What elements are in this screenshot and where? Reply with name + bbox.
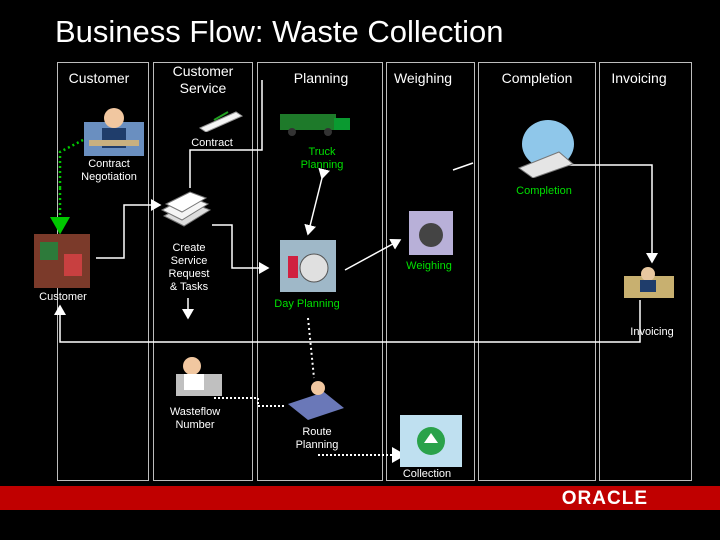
collection-recycle-icon [400, 415, 462, 467]
page-title: Business Flow: Waste Collection [55, 14, 504, 49]
flow-day-to-route [307, 317, 315, 379]
truck-icon [280, 114, 350, 136]
completion-icon [517, 120, 574, 178]
invoicing-icon [624, 267, 674, 298]
label-contract: Contract [191, 137, 233, 149]
label-completion: Completion [516, 185, 572, 197]
lane-customer-service [153, 62, 253, 481]
lane-completion [478, 62, 596, 481]
flow-completion-to-invoicing [555, 164, 658, 264]
lane-weighing [386, 62, 475, 481]
flow-day-to-weighing [344, 239, 402, 271]
label-invoicing: Invoicing [630, 326, 674, 338]
label-route-planning: Route Planning [295, 426, 339, 451]
label-contract-negotiation: Contract Negotiation [81, 158, 137, 183]
customer-meeting-icon [34, 234, 90, 288]
oracle-logo: ORACLE [561, 488, 648, 509]
lane-planning [257, 62, 383, 481]
flow-truck-day [304, 167, 331, 236]
label-customer: Customer [39, 291, 87, 303]
lane-header-planning: Planning [293, 70, 349, 86]
flow-weighing-up [452, 162, 474, 171]
flow-negotiation-to-customer [58, 138, 84, 188]
label-wasteflow-number: Wasteflow Number [169, 406, 221, 431]
flow-customer-to-create [96, 199, 162, 259]
flow-contract-to-truck [189, 80, 263, 188]
contract-icon [198, 111, 244, 132]
lane-invoicing [599, 62, 692, 481]
label-collection: Collection [402, 468, 452, 480]
lane-header-customer: Customer [68, 70, 130, 86]
label-day-planning: Day Planning [274, 298, 340, 310]
weighing-icon [409, 211, 453, 255]
footer-bar [0, 486, 720, 510]
lane-header-invoicing: Invoicing [611, 70, 667, 86]
customer-negotiation-icon [84, 108, 144, 156]
documents-stack-icon [160, 191, 212, 227]
lane-header-customer-service: Customer Service [172, 63, 234, 96]
label-weighing: Weighing [406, 260, 452, 272]
wasteflow-icon [176, 357, 222, 396]
route-planning-icon [288, 381, 344, 420]
label-truck-planning: Truck Planning [300, 146, 344, 171]
day-planning-icon [280, 240, 336, 292]
flow-create-to-day [212, 224, 270, 274]
label-create-service: Create Service Request & Tasks [168, 242, 210, 293]
flow-wasteflow-to-route [214, 397, 284, 407]
lane-header-weighing: Weighing [393, 70, 453, 86]
flow-invoicing-to-customer [54, 300, 641, 343]
lane-header-completion: Completion [501, 70, 573, 86]
